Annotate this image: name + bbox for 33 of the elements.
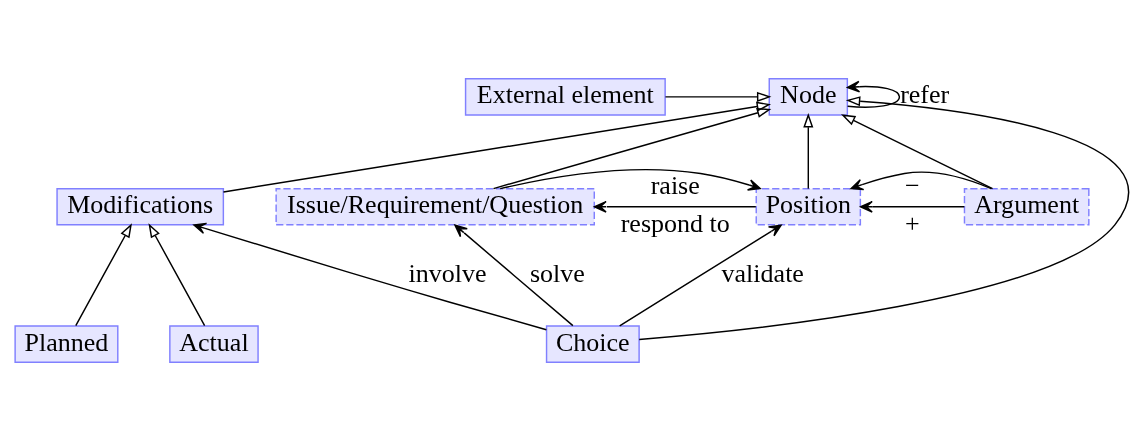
arrow [638,96,1129,341]
edge-label: respond to [620,208,730,238]
arrow [193,222,548,331]
arrow [75,223,132,327]
edge-label: + [905,208,920,238]
arrow [492,108,772,190]
arrow [840,114,994,190]
edge-label: validate [721,258,804,288]
arrow [454,224,574,327]
arrow [618,224,782,327]
arrow [222,101,772,193]
arrow [148,223,206,327]
edge-label: refer [900,80,950,110]
edge-label: − [905,171,920,201]
edge-label: solve [529,258,585,288]
node-box: Position [755,187,862,226]
node-box: Argument [963,187,1090,226]
node-box: Modifications [56,187,225,226]
arrow [593,200,757,213]
node-box: Node [768,78,849,116]
node-box: External element [464,78,666,116]
arrow [803,113,814,190]
arrow [846,80,901,108]
arrow [859,200,966,213]
node-box: Choice [545,325,640,363]
arrow [499,169,761,191]
edge-label: involve [408,258,487,288]
edge-label: raise [650,171,700,201]
node-box: Issue/Requirement/Question [275,187,595,226]
arrow [850,171,992,191]
arrow [664,91,772,102]
node-box: Actual [169,325,259,363]
node-box: Planned [14,325,119,363]
